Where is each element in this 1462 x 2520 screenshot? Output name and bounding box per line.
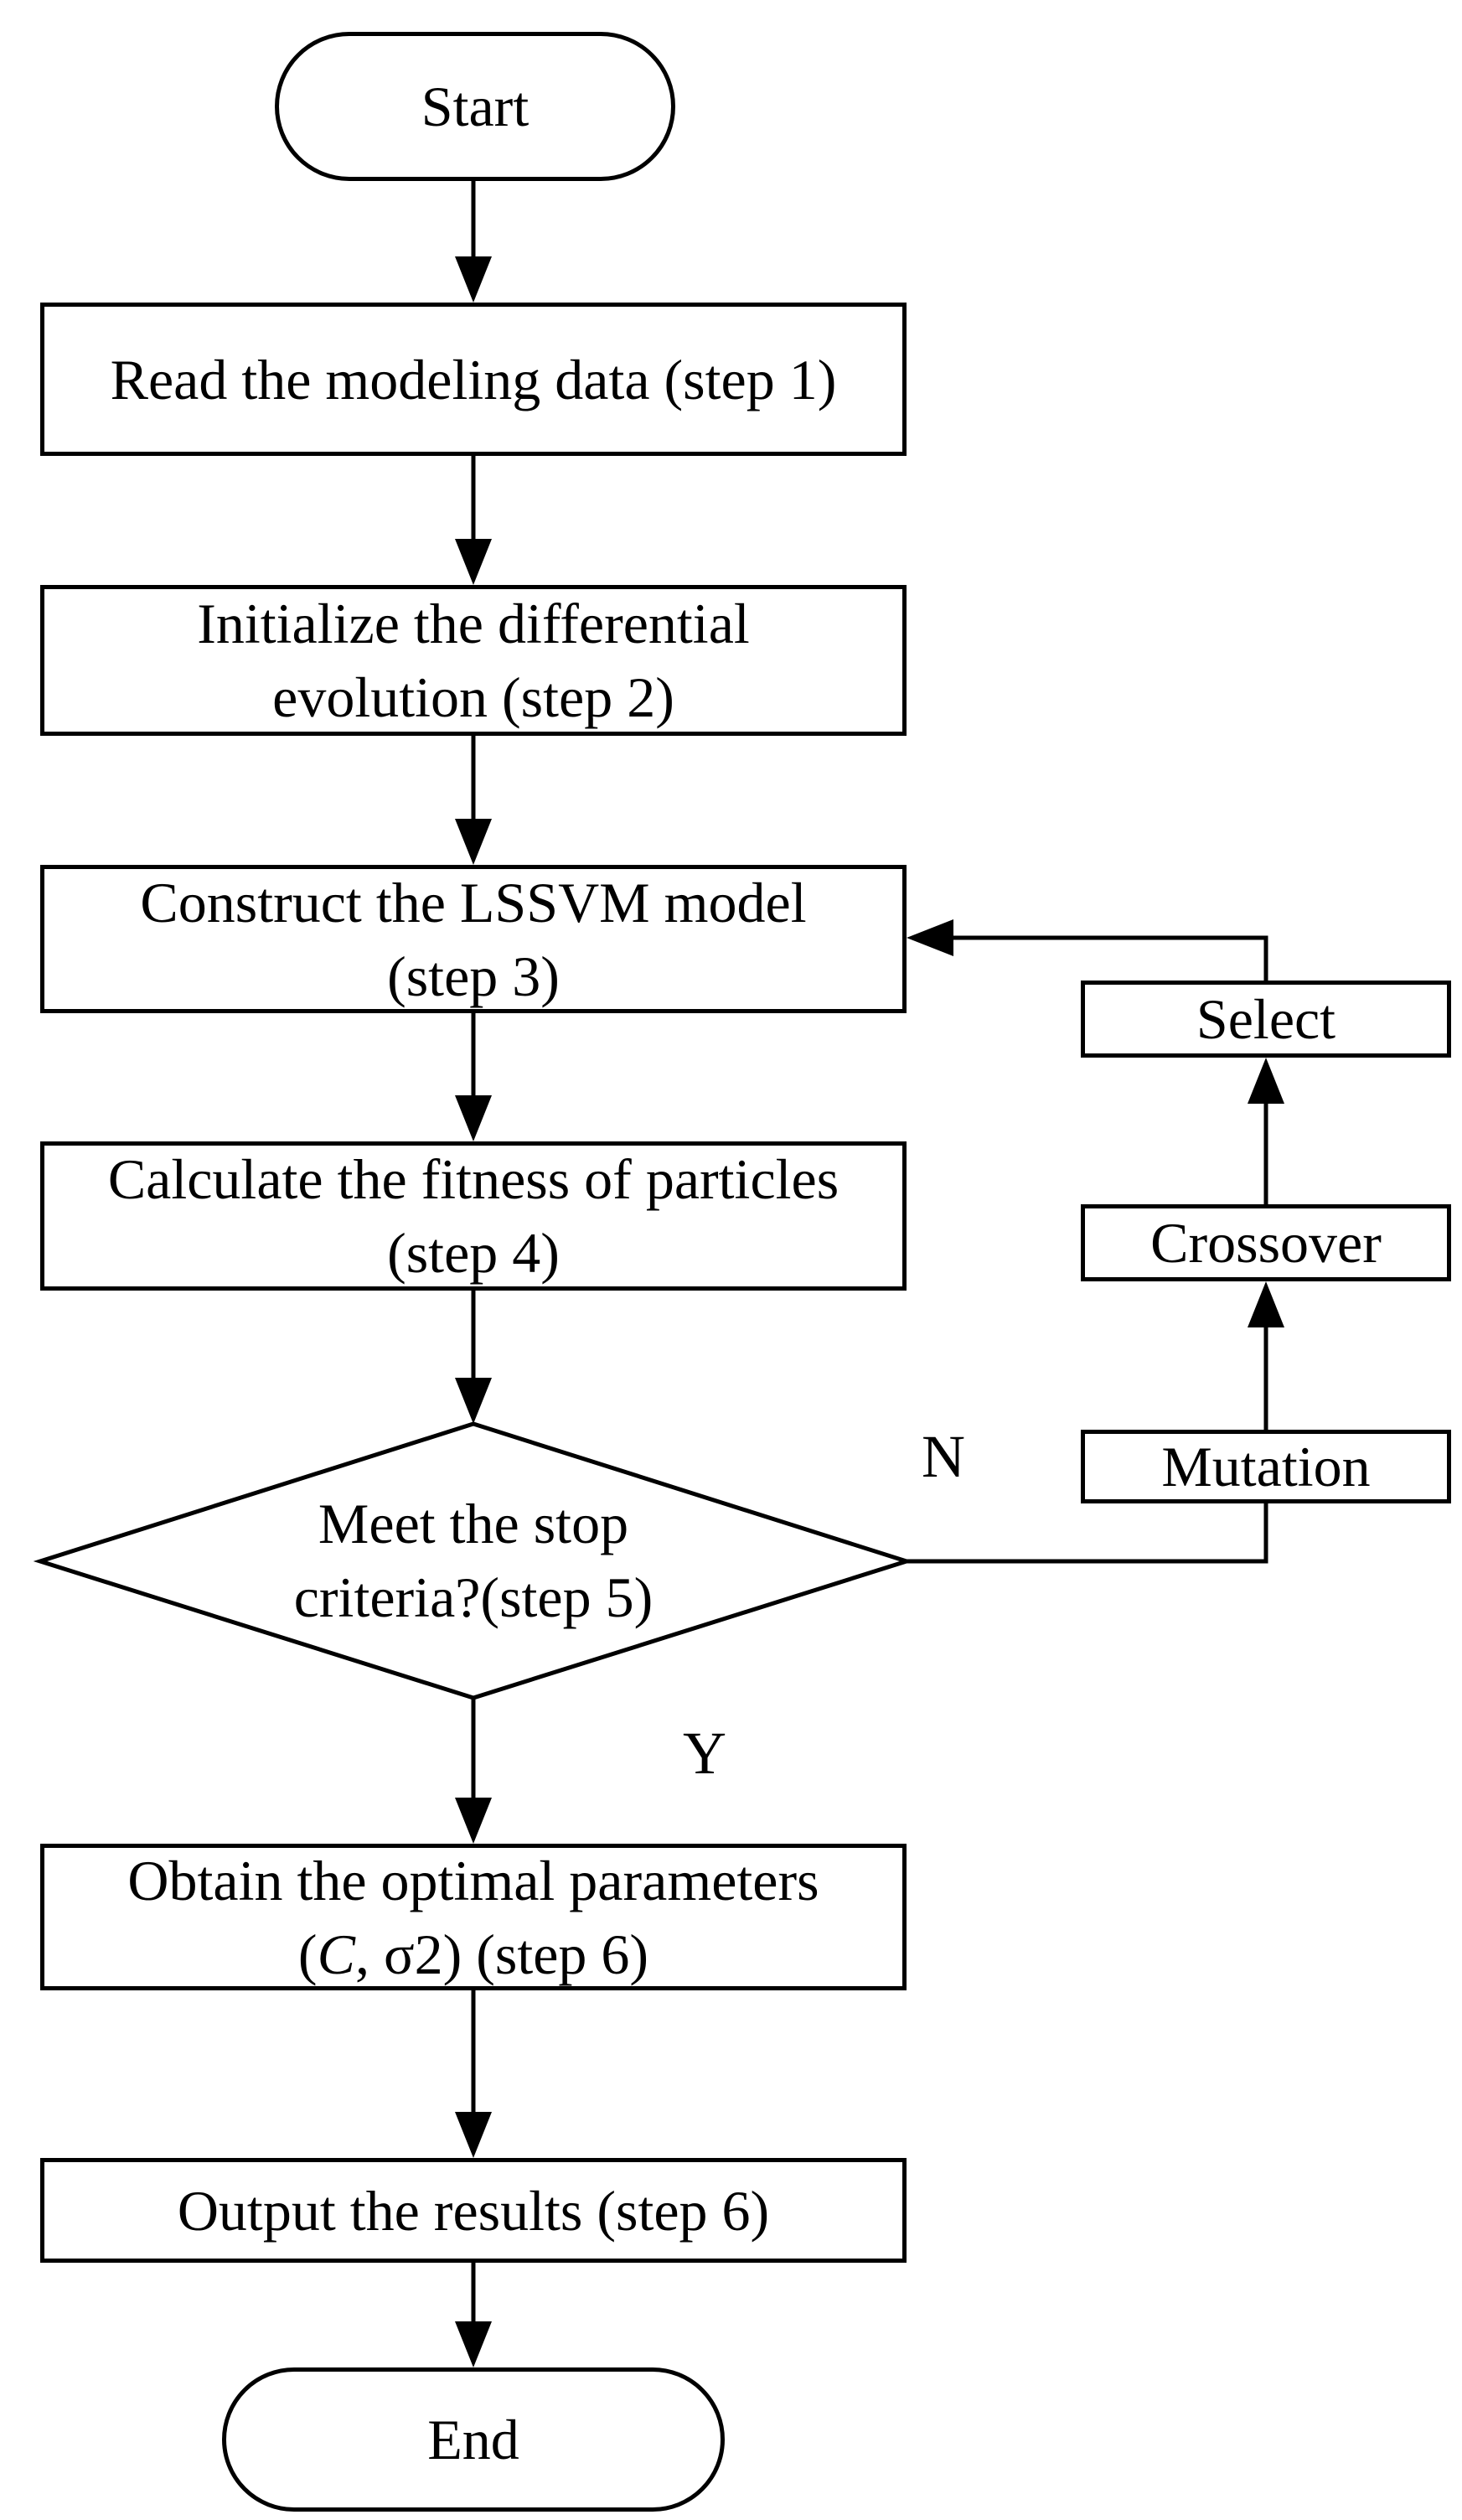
arrow-crossover-to-select — [1248, 1058, 1284, 1204]
node-decision-label-line2: criteria?(step 5) — [293, 1565, 654, 1629]
node-crossover-label: Crossover — [1150, 1211, 1382, 1275]
arrow-select-to-step3 — [907, 919, 1268, 981]
node-step6-c-variable: C — [317, 1922, 355, 1986]
node-step1: Read the modeling data (step 1) — [40, 303, 907, 456]
node-step6: Obtain the optimal parameters (C, σ2) (s… — [40, 1844, 907, 1990]
node-step2: Initialize the differential evolution (s… — [40, 585, 907, 736]
node-step6-paren-open: ( — [297, 1922, 318, 1986]
node-step6-label-line2: (C, σ2) (step 6) — [298, 1917, 648, 1991]
node-select: Select — [1081, 981, 1451, 1058]
node-start: Start — [275, 32, 675, 181]
arrow-step2-to-step3 — [455, 736, 492, 865]
node-select-label: Select — [1196, 987, 1336, 1051]
node-end: End — [222, 2367, 725, 2512]
arrow-step4-to-decision — [455, 1291, 492, 1424]
node-step1-label: Read the modeling data (step 1) — [110, 347, 837, 411]
arrow-mutation-to-crossover — [1248, 1281, 1284, 1430]
node-step4-label-line2: (step 4) — [387, 1221, 560, 1285]
node-step2-label-line1: Initialize the differential — [197, 592, 750, 655]
node-step3-label-line1: Construct the LSSVM model — [140, 870, 807, 934]
node-step6-sigma-rest: , σ2) (step 6) — [354, 1922, 649, 1986]
node-step4-label-line1: Calculate the fitness of particles — [107, 1147, 839, 1211]
node-mutation: Mutation — [1081, 1430, 1451, 1503]
node-crossover: Crossover — [1081, 1204, 1451, 1281]
arrow-output-to-end — [455, 2263, 492, 2367]
node-step2-label-line2: evolution (step 2) — [272, 665, 674, 729]
arrow-step6-to-output — [455, 1990, 492, 2158]
node-step4: Calculate the fitness of particles (step… — [40, 1141, 907, 1291]
branch-label-yes: Y — [654, 1715, 755, 1791]
node-end-label: End — [427, 2408, 519, 2471]
node-output: Output the results (step 6) — [40, 2158, 907, 2263]
node-decision-label: Meet the stop criteria?(step 5) — [138, 1477, 808, 1644]
branch-label-no-text: N — [922, 1423, 965, 1490]
node-mutation-label: Mutation — [1161, 1435, 1371, 1498]
node-decision-label-line1: Meet the stop — [318, 1492, 629, 1555]
arrow-step1-to-step2 — [455, 456, 492, 585]
node-start-label: Start — [421, 75, 530, 138]
node-step6-label-line1: Obtain the optimal parameters — [127, 1848, 819, 1912]
node-step3-label-line2: (step 3) — [387, 944, 560, 1008]
arrow-decision-to-step6 — [455, 1698, 492, 1844]
branch-label-yes-text: Y — [683, 1720, 726, 1787]
arrow-step3-to-step4 — [455, 1013, 492, 1141]
node-step3: Construct the LSSVM model (step 3) — [40, 865, 907, 1013]
arrow-start-to-step1 — [455, 179, 492, 303]
node-output-label: Output the results (step 6) — [177, 2178, 770, 2243]
branch-label-no: N — [893, 1419, 994, 1494]
